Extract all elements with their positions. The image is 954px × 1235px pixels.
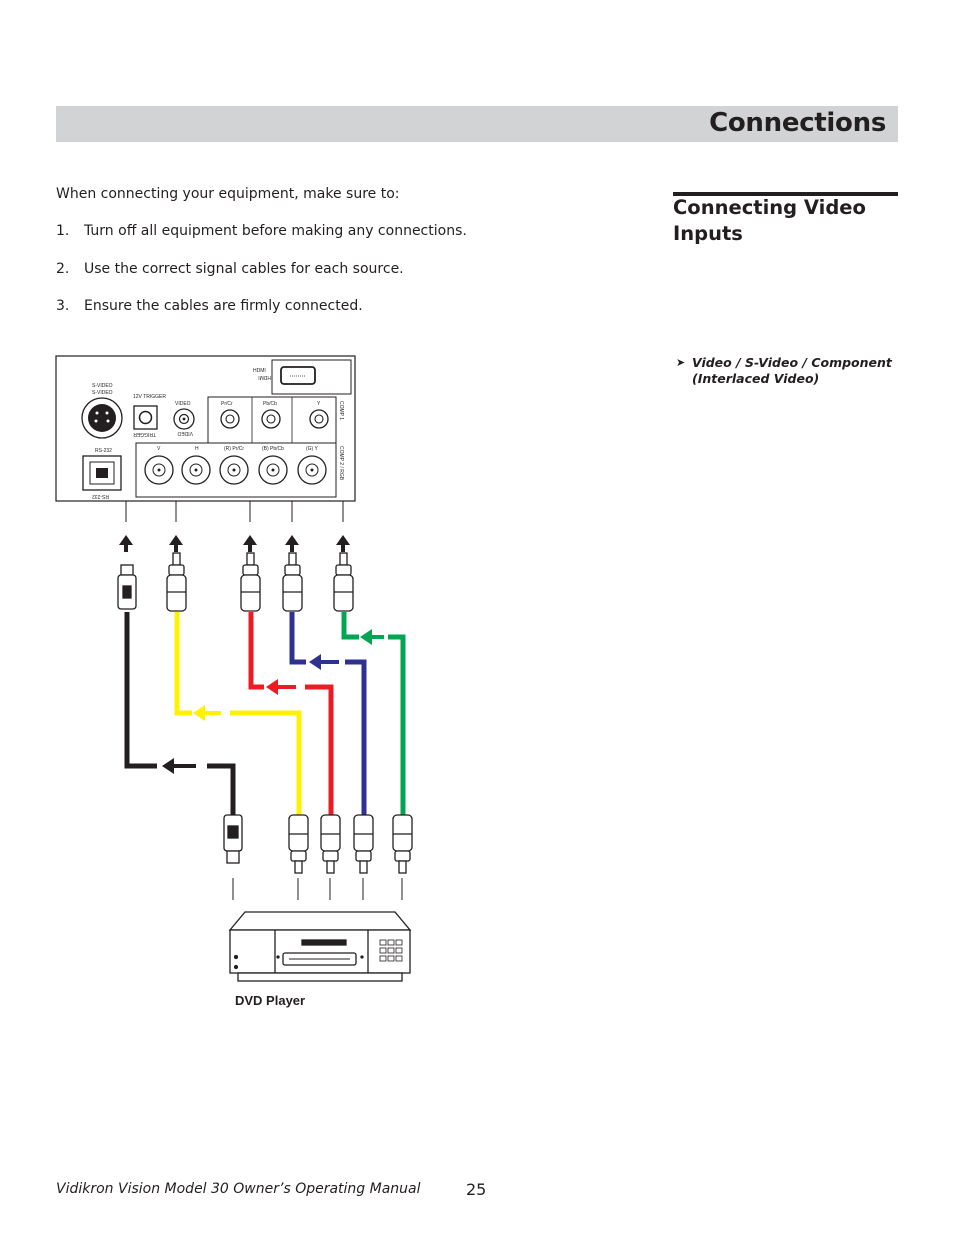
hdmi-label-mirror: HDMI xyxy=(258,374,271,380)
pb-cable xyxy=(289,612,367,815)
list-text: Use the correct signal cables for each s… xyxy=(84,261,404,277)
pr-plug-bottom xyxy=(320,814,341,874)
r-label: (R) Pr/Cr xyxy=(224,446,244,452)
y-plug xyxy=(333,552,354,612)
left-arrow-icon xyxy=(309,654,339,670)
section-heading: Connecting Video Inputs xyxy=(673,196,866,245)
svideo-plug xyxy=(117,564,137,610)
video-cable xyxy=(174,612,302,815)
comp2-label: COMP 2 / RGB xyxy=(338,446,344,481)
b-label: (B) Pb/Cb xyxy=(262,446,284,452)
top-plugs xyxy=(117,552,354,612)
rs232-label-mirror: RS-232 xyxy=(92,493,109,499)
pr-cable xyxy=(248,612,334,815)
pb-plug-bottom xyxy=(353,814,374,874)
trigger-label: 12V TRIGGER xyxy=(133,394,166,400)
pr-label: Pr/Cr xyxy=(221,401,233,407)
up-arrow-icon xyxy=(336,535,350,552)
y-plug-bottom xyxy=(392,814,413,874)
trigger-label-mirror: TRIGGER xyxy=(133,431,156,437)
section-rule xyxy=(673,192,898,196)
list-item: 1. Turn off all equipment before making a… xyxy=(56,223,467,239)
up-arrow-icon xyxy=(243,535,257,552)
video-plug-bottom xyxy=(288,814,309,874)
g-label: (G) Y xyxy=(306,446,319,452)
hdmi-port xyxy=(280,366,316,385)
svideo-plug-bottom xyxy=(223,814,243,864)
svideo-label: S-VIDEO xyxy=(92,390,113,396)
dvd-player-label: DVD Player xyxy=(235,993,306,1008)
hdmi-label: HDMI xyxy=(253,368,266,374)
caption-line: Video / S-Video / Component xyxy=(692,355,892,370)
left-arrow-icon xyxy=(193,705,221,721)
left-arrow-icon xyxy=(360,629,384,645)
pb-label: Pb/Cb xyxy=(263,401,277,407)
figure-caption: ➤ Video / S-Video / Component (Interlace… xyxy=(676,355,892,387)
video-label: VIDEO xyxy=(175,401,191,407)
y-cable xyxy=(341,612,406,815)
up-arrow-icon xyxy=(169,535,183,552)
projector-rear-panel: HDMI HDMI S-VIDEO S-VIDEO 12V TRIGGER TR… xyxy=(55,355,356,502)
up-arrow-icon xyxy=(119,535,133,552)
footer-manual-title: Vidikron Vision Model 30 Owner’s Operati… xyxy=(56,1181,421,1197)
list-text: Ensure the cables are firmly connected. xyxy=(84,298,363,314)
list-number: 2. xyxy=(56,261,70,277)
svideo-cable xyxy=(124,612,236,815)
page-title: Connections xyxy=(709,108,886,138)
video-plug xyxy=(166,552,187,612)
h-label: H xyxy=(195,446,199,452)
bottom-plugs xyxy=(223,814,413,874)
v-label: V xyxy=(157,446,161,452)
comp1-label: COMP 1 xyxy=(338,401,344,420)
rs232-label: RS-232 xyxy=(95,448,112,454)
caption-arrow-icon: ➤ xyxy=(676,356,686,369)
intro-text: When connecting your equipment, make sur… xyxy=(56,186,400,202)
list-number: 3. xyxy=(56,298,70,314)
caption-line: (Interlaced Video) xyxy=(692,371,820,386)
pb-plug xyxy=(282,552,303,612)
svideo-label: S-VIDEO xyxy=(92,383,113,389)
list-text: Turn off all equipment before making any… xyxy=(84,223,467,239)
up-arrows xyxy=(119,535,350,552)
list-number: 1. xyxy=(56,223,70,239)
left-arrow-icon xyxy=(162,758,196,774)
header-bar: Connections xyxy=(56,106,898,142)
video-label-mirror: VIDEO xyxy=(177,430,193,436)
connection-diagram: HDMI HDMI S-VIDEO S-VIDEO 12V TRIGGER TR… xyxy=(55,355,413,982)
page-number: 25 xyxy=(466,1180,487,1199)
list-item: 3. Ensure the cables are firmly connected… xyxy=(56,298,363,314)
left-arrow-icon xyxy=(266,679,296,695)
pr-plug xyxy=(240,552,261,612)
up-arrow-icon xyxy=(285,535,299,552)
cable-arrows xyxy=(162,629,384,774)
list-item: 2. Use the correct signal cables for each… xyxy=(56,261,404,277)
dvd-player-illustration xyxy=(228,911,412,982)
y-label: Y xyxy=(317,401,321,407)
